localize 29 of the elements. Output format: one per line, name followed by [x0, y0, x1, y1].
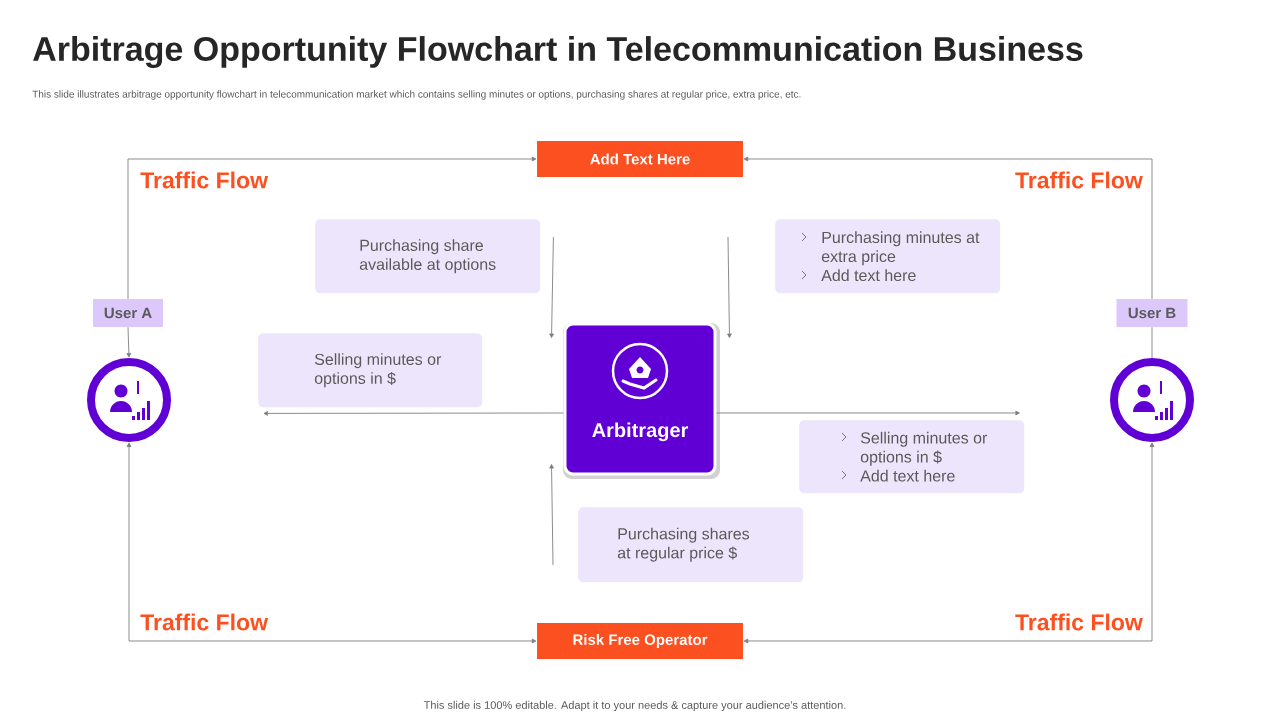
text-card: Purchasing share available at options — [315, 219, 541, 294]
user-tag: User B — [1116, 299, 1188, 327]
arrow — [743, 442, 1155, 644]
arrow — [727, 236, 732, 338]
user-tag: User A — [93, 299, 163, 327]
arrow — [743, 156, 1153, 300]
arrow — [126, 442, 537, 644]
flow-label: Traffic Flow — [140, 613, 269, 631]
text-card: Selling minutes or options in $ Add text here — [799, 420, 1025, 494]
arrow — [263, 411, 564, 416]
arrow — [549, 236, 554, 338]
flow-label: Traffic Flow — [1015, 613, 1143, 631]
footer-note: This slide is 100% editable. Adapt it to your needs & capture your audience’s attention. — [423, 700, 846, 712]
text-card: Purchasing shares at regular price $ — [578, 507, 804, 583]
label-box: Add Text Here — [537, 141, 743, 177]
subtitle: This slide illustrates arbitrage opportunity flowchart in telecommunication market which contains selling minutes or options, purchasing shares at regular price, extra price, etc. — [32, 90, 801, 100]
arrow — [127, 156, 537, 300]
flow-label: Traffic Flow — [140, 171, 269, 189]
title: Arbitrage Opportunity Flowchart in Telecommunication Business — [33, 36, 1083, 68]
flow-label: Traffic Flow — [1015, 171, 1143, 189]
arrow — [716, 410, 1020, 416]
text-card: Selling minutes or options in $ — [258, 333, 483, 408]
arrow — [549, 464, 554, 566]
user-circle — [1110, 358, 1194, 442]
arbitrager-box: Arbitrager — [563, 322, 720, 479]
label-box: Risk Free Operator — [537, 623, 743, 659]
user-circle — [87, 358, 171, 442]
text-card: Purchasing minutes at extra price Add text here — [775, 219, 1001, 294]
arrow — [126, 326, 132, 358]
